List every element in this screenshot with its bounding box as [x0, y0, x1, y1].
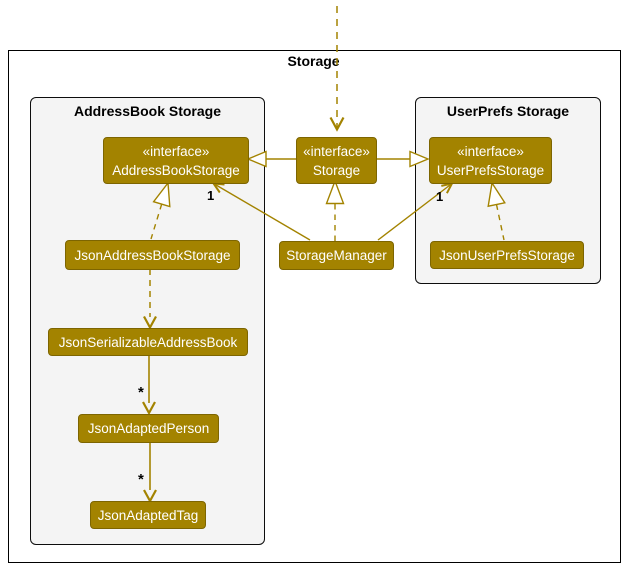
class-name: JsonAdaptedTag — [97, 507, 199, 523]
class-name: JsonUserPrefsStorage — [439, 247, 575, 263]
package-title: AddressBook Storage — [73, 103, 222, 119]
class-name: JsonAddressBookStorage — [74, 247, 231, 263]
class-jsonuserprefsstorage: JsonUserPrefsStorage — [430, 241, 584, 269]
multiplicity-label: 1 — [436, 189, 444, 204]
stereotype-label: «interface» — [457, 143, 524, 159]
stereotype-label: «interface» — [303, 143, 370, 159]
class-name: StorageManager — [286, 248, 387, 263]
class-jsonaddressbookstorage: JsonAddressBookStorage — [65, 240, 240, 270]
class-jsonadaptedtag: JsonAdaptedTag — [90, 501, 206, 529]
class-name: JsonAdaptedPerson — [87, 421, 210, 436]
class-storagemanager: StorageManager — [279, 241, 394, 270]
class-jsonserializableaddressbook: JsonSerializableAddressBook — [48, 328, 248, 356]
class-jsonadaptedperson: JsonAdaptedPerson — [78, 414, 219, 443]
class-name: JsonSerializableAddressBook — [58, 334, 238, 350]
multiplicity-label: * — [138, 384, 144, 401]
class-name: AddressBookStorage — [112, 162, 240, 178]
class-name: UserPrefsStorage — [436, 162, 545, 178]
stereotype-label: «interface» — [142, 143, 210, 159]
class-storage-interface: «interface» Storage — [296, 137, 377, 184]
package-title: UserPrefs Storage — [446, 103, 570, 119]
class-userprefsstorage-interface: «interface» UserPrefsStorage — [429, 137, 552, 184]
frame-title: Storage — [287, 53, 340, 69]
multiplicity-label: * — [138, 471, 144, 488]
storage-frame — [8, 50, 621, 563]
multiplicity-label: 1 — [207, 188, 215, 203]
class-name: Storage — [312, 162, 361, 178]
class-addressbookstorage-interface: «interface» AddressBookStorage — [103, 137, 249, 184]
